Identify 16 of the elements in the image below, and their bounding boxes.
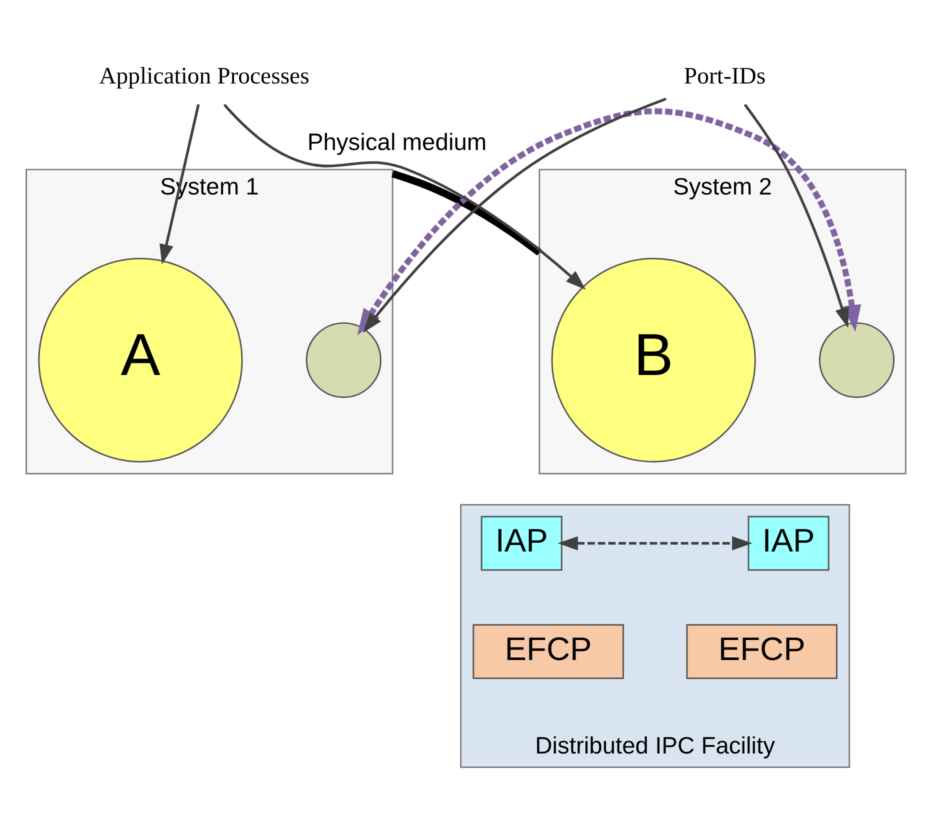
arrow (744, 103, 849, 328)
node-text: Port-IDs (684, 62, 766, 89)
node-circle (818, 322, 895, 398)
arrow (223, 103, 586, 290)
node-circle: A (38, 257, 243, 462)
edge-label: Physical medium (307, 129, 487, 156)
node-text: Application Processes (99, 62, 310, 89)
node-circle: B (551, 257, 756, 462)
node-box: IAP (480, 515, 562, 570)
node-box: EFCP (686, 624, 838, 678)
node-box: IAP (748, 515, 830, 570)
node-box: EFCP (472, 624, 624, 678)
arrow (558, 536, 752, 550)
arrow (362, 97, 666, 332)
connector (391, 170, 542, 256)
node-circle (306, 322, 382, 398)
